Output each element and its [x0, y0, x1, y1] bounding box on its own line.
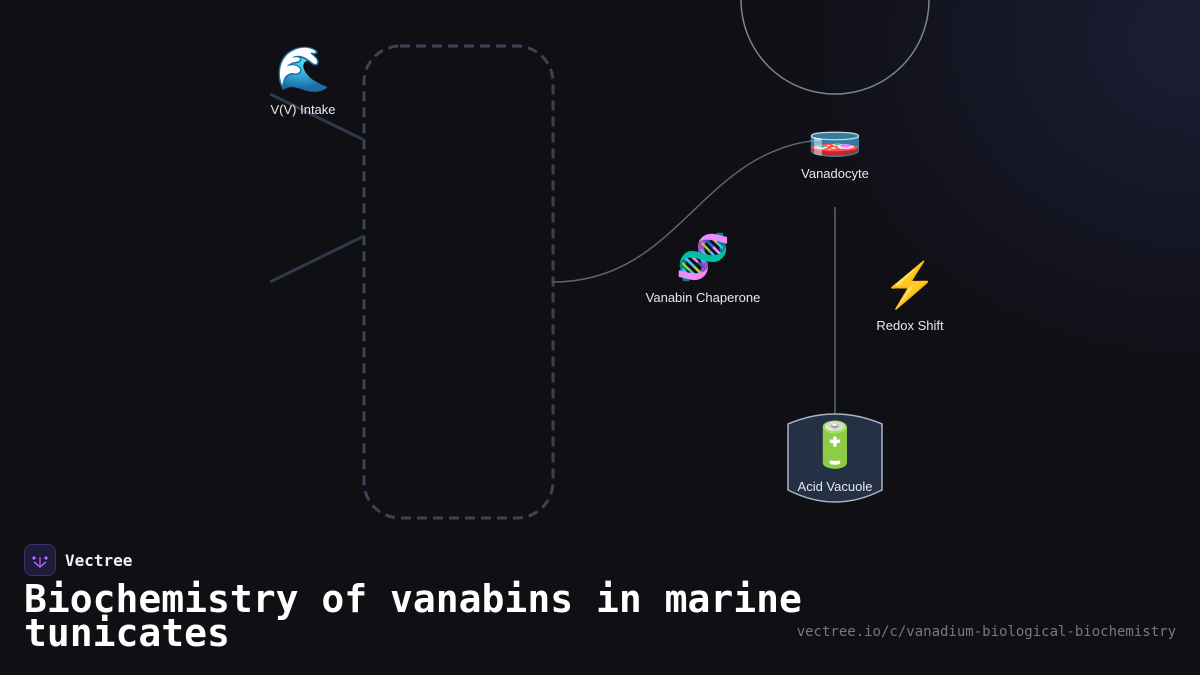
connector-top-arc [740, 0, 930, 95]
battery-icon: 🔋 [807, 421, 863, 470]
vectree-logo-icon [24, 544, 56, 576]
wave-icon: 🌊 [275, 45, 331, 94]
node-vacuole[interactable]: 🔋 Acid Vacuole [775, 421, 895, 495]
dashed-container [362, 44, 555, 520]
page-title: Biochemistry of vanabins in marine tunic… [24, 577, 802, 655]
node-vanadocyte[interactable]: 🧫 Vanadocyte [775, 109, 895, 182]
node-intake[interactable]: 🌊 V(V) Intake [253, 45, 353, 118]
vacuole-shape [787, 413, 883, 503]
connector-intake-bottom [269, 234, 365, 284]
node-redox[interactable]: ⚡ Redox Shift [860, 261, 960, 334]
node-chaperone-label: Vanabin Chaperone [645, 290, 761, 305]
node-vanadocyte-label: Vanadocyte [801, 166, 869, 181]
node-chaperone[interactable]: 🧬 Vanabin Chaperone [628, 233, 778, 306]
connector-intake-top [269, 92, 365, 142]
brand[interactable]: Vectree [24, 544, 132, 576]
source-url[interactable]: vectree.io/c/vanadium-biological-biochem… [796, 624, 1176, 640]
dna-icon: 🧬 [675, 233, 731, 282]
node-intake-label: V(V) Intake [270, 102, 336, 117]
brand-name: Vectree [65, 550, 133, 570]
petri-dish-icon: 🧫 [807, 109, 863, 158]
node-vacuole-label: Acid Vacuole [797, 479, 873, 494]
lightning-icon: ⚡ [882, 261, 938, 310]
connector-container-vanadocyte [552, 139, 821, 283]
node-redox-label: Redox Shift [876, 318, 944, 333]
